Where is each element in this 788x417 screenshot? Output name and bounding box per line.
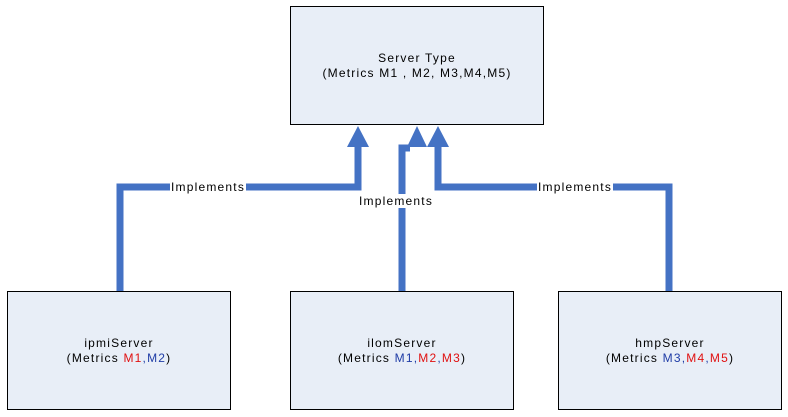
- metrics-prefix: (Metrics: [605, 350, 663, 365]
- hmp-server-box: hmpServer (Metrics M3,M4,M5): [558, 291, 782, 410]
- metric-token: M4: [686, 350, 706, 365]
- metric-token: M3: [441, 350, 461, 365]
- metric-token: M2: [418, 350, 438, 365]
- metric-separator: ,: [413, 350, 419, 365]
- arrowhead-ipmi: [347, 126, 369, 147]
- metric-token: M5: [709, 350, 729, 365]
- metric-token: M2: [147, 350, 167, 365]
- metrics-prefix: (Metrics: [66, 350, 124, 365]
- arrowhead-hmp: [427, 126, 449, 147]
- metrics-suffix: ): [166, 350, 172, 365]
- metric-token: M3: [662, 350, 682, 365]
- server-type-metrics: (Metrics M1 , M2, M3,M4,M5): [322, 65, 512, 80]
- metrics-suffix: ): [728, 350, 735, 365]
- implements-label-right: Implements: [537, 180, 614, 194]
- metrics-prefix: (Metrics: [337, 350, 395, 365]
- metric-separator: ,: [437, 350, 442, 365]
- ipmi-server-metrics: (Metrics M1,M2): [67, 351, 172, 366]
- metric-separator: ,: [705, 350, 710, 365]
- metrics-suffix: ): [460, 350, 467, 365]
- ipmi-server-name: ipmiServer: [84, 335, 154, 350]
- connector-ilom: [398, 144, 410, 292]
- hmp-server-metrics: (Metrics M3,M4,M5): [606, 351, 734, 366]
- hmp-server-name: hmpServer: [635, 335, 705, 350]
- metric-token: M1: [394, 350, 414, 365]
- implements-label-left: Implements: [170, 180, 247, 194]
- connector-ipmi: [116, 146, 362, 292]
- metric-separator: ,: [142, 350, 148, 365]
- server-type-title: Server Type: [378, 50, 456, 65]
- metric-separator: ,: [681, 350, 687, 365]
- connector-hmp: [434, 146, 673, 292]
- ilom-server-box: ilomServer (Metrics M1,M2,M3): [290, 291, 514, 410]
- implements-label-center: Implements: [358, 194, 435, 208]
- metric-token: M1: [123, 350, 143, 365]
- ilom-server-name: ilomServer: [367, 335, 437, 350]
- server-type-box: Server Type (Metrics M1 , M2, M3,M4,M5): [290, 6, 544, 125]
- ilom-server-metrics: (Metrics M1,M2,M3): [338, 351, 466, 366]
- ipmi-server-box: ipmiServer (Metrics M1,M2): [7, 291, 231, 410]
- arrowhead-ilom: [407, 126, 427, 147]
